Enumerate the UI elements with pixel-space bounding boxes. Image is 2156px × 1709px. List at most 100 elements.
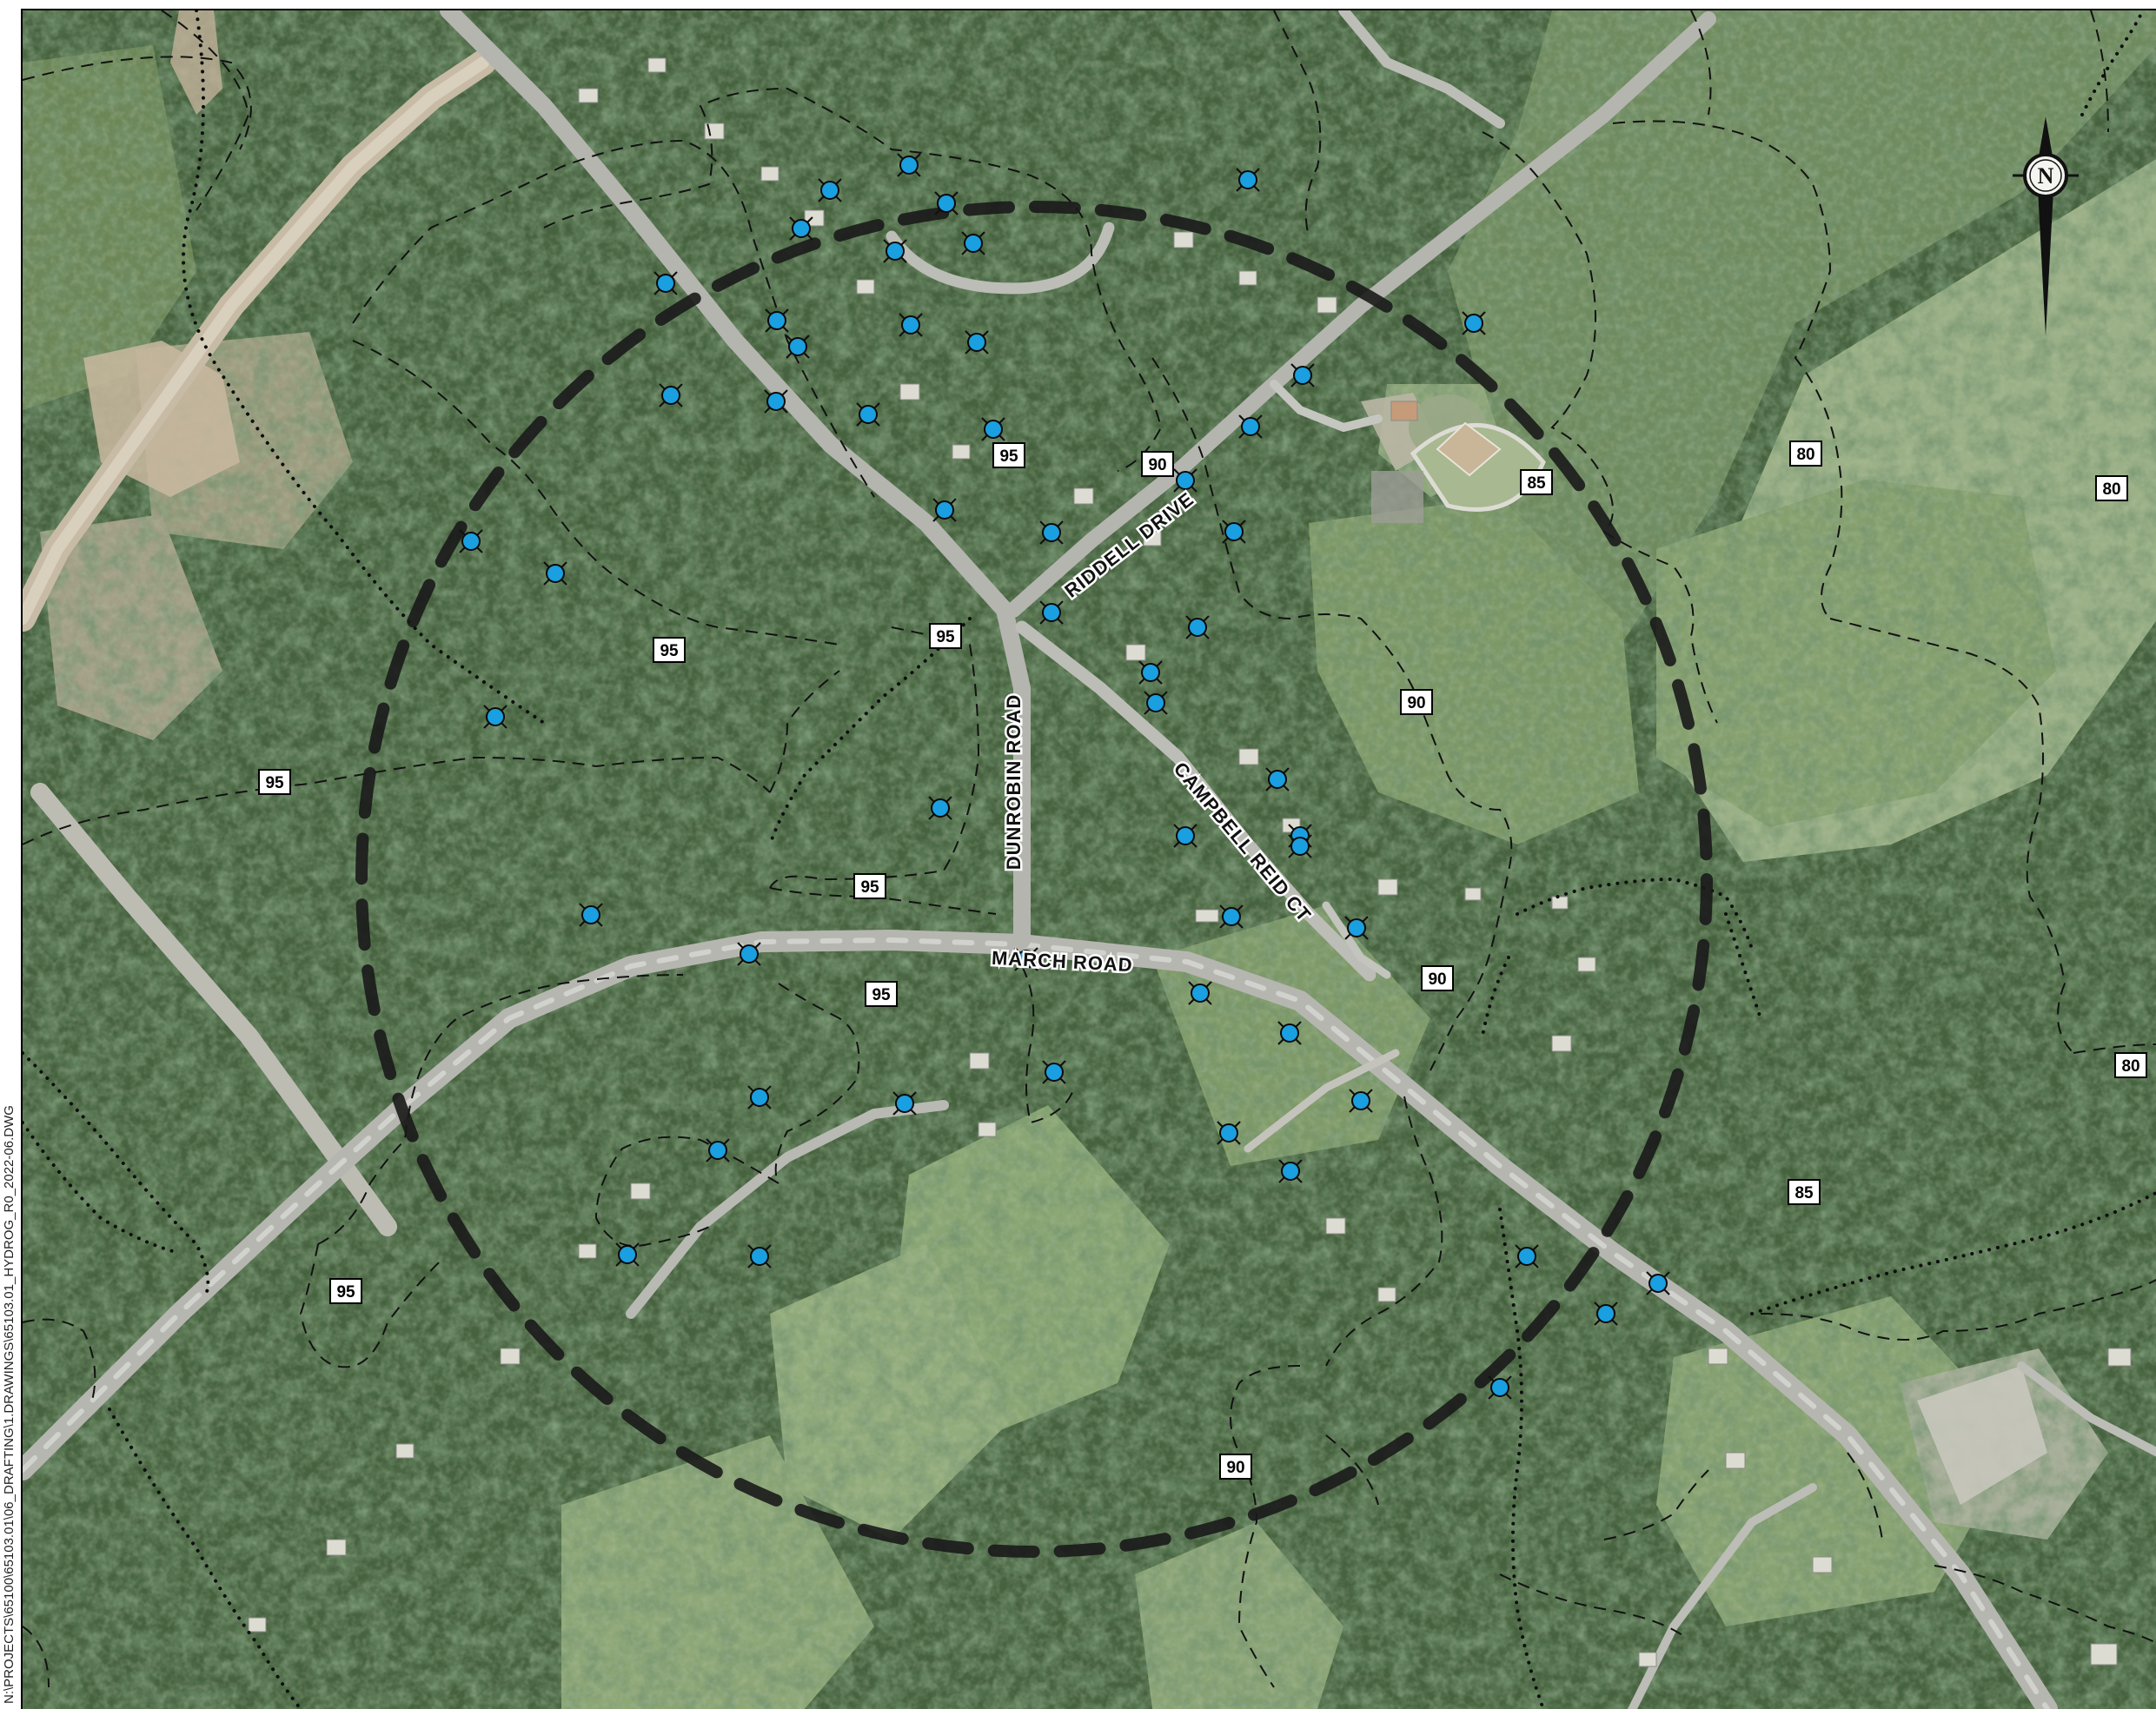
well-marker[interactable] (659, 383, 683, 407)
svg-text:90: 90 (1226, 1459, 1244, 1477)
well-marker[interactable] (897, 153, 921, 177)
well-marker[interactable] (892, 1091, 917, 1116)
well-marker[interactable] (1515, 1244, 1539, 1269)
well-marker[interactable] (1014, 947, 1038, 971)
contour-labels: 95 90 95 95 95 95 95 95 80 85 80 90 90 8… (258, 440, 2147, 1480)
well-marker[interactable] (818, 178, 842, 202)
well-marker[interactable] (1217, 1121, 1241, 1145)
well-marker[interactable] (1488, 1375, 1512, 1400)
well-marker[interactable] (483, 705, 507, 729)
contour-label: 80 (1789, 440, 1822, 467)
contour-label: 90 (1141, 451, 1174, 477)
well-marker[interactable] (1236, 168, 1260, 192)
road-crescent (886, 222, 1115, 295)
well-marker[interactable] (1185, 615, 1210, 639)
svg-text:95: 95 (265, 774, 284, 792)
contour-label: 80 (2114, 1052, 2147, 1078)
svg-text:80: 80 (2121, 1057, 2139, 1076)
well-marker[interactable] (1144, 691, 1168, 715)
well-marker[interactable] (1173, 468, 1197, 493)
well-marker[interactable] (1039, 520, 1064, 545)
contour-label: 95 (929, 623, 962, 649)
dotted-boundaries (23, 10, 2156, 1709)
well-marker[interactable] (934, 191, 959, 215)
ball-diamond (1371, 421, 1546, 523)
well-marker[interactable] (747, 1085, 772, 1110)
well-marker[interactable] (653, 271, 678, 295)
north-arrow-icon: N (2013, 116, 2079, 336)
svg-text:95: 95 (860, 878, 879, 897)
well-marker[interactable] (899, 313, 923, 337)
contour-label: 90 (1219, 1454, 1252, 1480)
well-marker[interactable] (459, 529, 483, 553)
well-marker[interactable] (1042, 1060, 1066, 1084)
well-marker[interactable] (965, 330, 989, 354)
well-marker[interactable] (737, 942, 761, 966)
well-marker[interactable] (1288, 834, 1312, 858)
well-marker[interactable] (1039, 600, 1064, 625)
svg-text:95: 95 (936, 628, 955, 646)
well-marker[interactable] (1238, 414, 1263, 439)
aerial-map[interactable]: 95 90 95 95 95 95 95 95 80 85 80 90 90 8… (23, 10, 2156, 1709)
contour-label: 80 (2095, 475, 2128, 501)
well-marker[interactable] (1219, 904, 1244, 929)
well-marker[interactable] (981, 417, 1005, 441)
svg-text:90: 90 (1407, 694, 1425, 712)
well-marker[interactable] (1462, 311, 1486, 335)
well-marker[interactable] (615, 1242, 640, 1267)
well-marker[interactable] (1349, 1089, 1373, 1113)
road-riddell-drive (1005, 11, 1716, 618)
well-marker[interactable] (1138, 660, 1163, 685)
svg-text:85: 85 (1794, 1184, 1814, 1202)
well-marker[interactable] (928, 796, 952, 820)
svg-text:95: 95 (660, 642, 679, 660)
north-letter: N (2038, 163, 2054, 189)
search-radius-circle (355, 201, 1713, 1558)
well-marker[interactable] (786, 335, 810, 359)
well-marker[interactable] (961, 231, 985, 255)
contour-label: 95 (865, 981, 898, 1007)
well-marker[interactable] (1277, 1021, 1302, 1045)
map-frame: 95 90 95 95 95 95 95 95 80 85 80 90 90 8… (21, 9, 2156, 1709)
well-marker[interactable] (883, 239, 907, 263)
contour-label: 95 (329, 1278, 362, 1304)
well-marker[interactable] (765, 308, 789, 333)
well-marker[interactable] (543, 561, 567, 586)
contour-label: 95 (992, 442, 1025, 468)
well-markers (459, 153, 1670, 1400)
well-marker[interactable] (764, 389, 788, 414)
road-north-lane (1338, 10, 1505, 129)
buildings (248, 57, 2132, 1667)
well-marker[interactable] (1344, 916, 1369, 940)
svg-text:90: 90 (1148, 456, 1166, 474)
svg-text:95: 95 (999, 447, 1018, 466)
svg-text:90: 90 (1428, 970, 1446, 989)
contour-label: 90 (1400, 689, 1433, 715)
well-marker[interactable] (747, 1244, 772, 1269)
well-marker[interactable] (856, 402, 880, 427)
well-marker[interactable] (1278, 1159, 1303, 1183)
svg-text:95: 95 (336, 1283, 355, 1302)
contour-label: 85 (1788, 1179, 1821, 1205)
contour-label: 95 (653, 637, 686, 663)
svg-text:85: 85 (1527, 474, 1546, 493)
well-marker[interactable] (789, 216, 813, 241)
contour-label: 85 (1520, 469, 1553, 495)
well-marker[interactable] (1265, 767, 1290, 792)
contour-label: 95 (853, 873, 886, 899)
well-marker[interactable] (1646, 1271, 1670, 1295)
well-marker[interactable] (706, 1138, 730, 1163)
well-marker[interactable] (1188, 981, 1212, 1005)
well-marker[interactable] (1173, 824, 1197, 848)
well-marker[interactable] (1594, 1302, 1618, 1326)
contour-label: 90 (1421, 965, 1454, 991)
well-marker[interactable] (1222, 520, 1246, 544)
well-marker[interactable] (1290, 363, 1315, 388)
well-marker[interactable] (579, 903, 603, 927)
svg-text:80: 80 (2102, 480, 2120, 499)
road-campbell-reid-ct (1015, 620, 1377, 982)
well-marker[interactable] (932, 498, 957, 522)
svg-text:80: 80 (1796, 446, 1814, 464)
svg-text:95: 95 (872, 986, 891, 1004)
road-label-dunrobin-road: DUNROBIN ROAD (1003, 694, 1025, 870)
